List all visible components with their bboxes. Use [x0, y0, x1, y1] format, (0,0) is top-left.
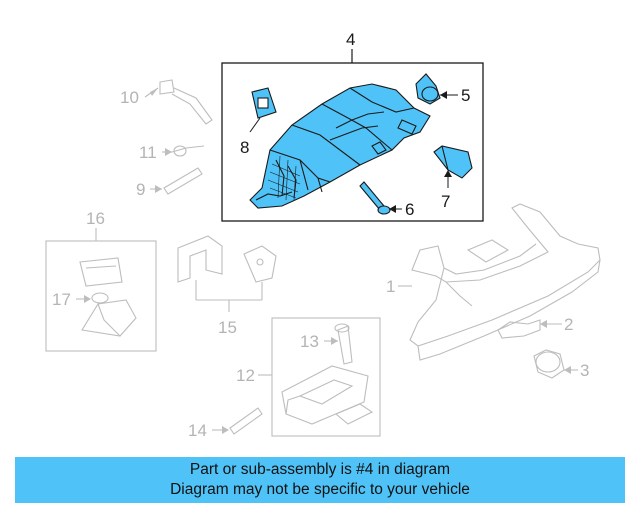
- part-8-clip: [251, 87, 277, 119]
- callout-8-leader: [249, 117, 261, 133]
- callout-3: 3: [580, 361, 589, 380]
- callout-15: 15: [218, 318, 237, 337]
- part-7-damper: [433, 145, 473, 179]
- callout-7-arrow: [444, 170, 452, 177]
- banner-line-2: Diagram may not be specific to your vehi…: [170, 481, 470, 498]
- callout-2: 2: [564, 315, 573, 334]
- housing-hatch: [267, 155, 301, 201]
- part-5-knob: [415, 73, 441, 105]
- callout-13: 13: [300, 332, 319, 351]
- banner-line-1: Part or sub-assembly is #4 in diagram: [189, 461, 451, 478]
- dimmed-arrowheads: [84, 88, 571, 434]
- callout-4: 4: [346, 30, 355, 49]
- callout-8: 8: [240, 138, 249, 157]
- callout-9: 9: [136, 180, 145, 199]
- dimmed-parts: [45, 79, 601, 437]
- callout-12: 12: [236, 366, 255, 385]
- info-banner: Part or sub-assembly is #4 in diagram Di…: [15, 457, 625, 503]
- callout-1: 1: [386, 277, 395, 296]
- callout-16: 16: [86, 209, 105, 228]
- callout-10: 10: [120, 88, 139, 107]
- callout-14: 14: [188, 421, 207, 440]
- callout-6: 6: [405, 200, 414, 219]
- callout-5-arrow: [440, 91, 447, 99]
- callout-11: 11: [139, 143, 157, 162]
- glove-box-housing: [249, 83, 431, 209]
- callout-17: 17: [52, 290, 71, 309]
- callout-7: 7: [441, 192, 450, 211]
- callout-6-arrow: [389, 205, 396, 213]
- callout-5: 5: [461, 86, 470, 105]
- part-6-pin: [359, 181, 391, 215]
